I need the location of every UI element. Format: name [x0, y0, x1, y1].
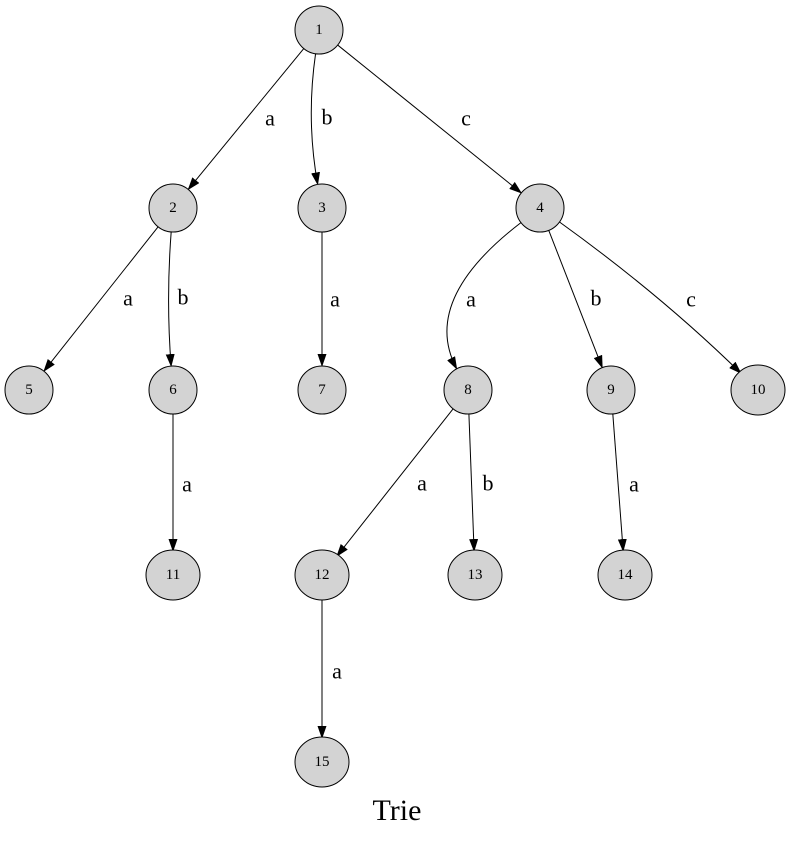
trie-node-label-15: 15 — [315, 754, 330, 770]
trie-node-2 — [148, 183, 198, 233]
edge-label-8-13: b — [483, 471, 494, 496]
edge-2-5 — [43, 226, 159, 372]
trie-node-15 — [294, 736, 350, 788]
trie-node-label-10: 10 — [751, 382, 766, 398]
trie-node-4 — [515, 183, 565, 233]
edge-label-6-11: a — [182, 472, 192, 497]
trie-node-label-8: 8 — [464, 382, 472, 398]
trie-node-label-5: 5 — [25, 382, 33, 398]
trie-node-label-11: 11 — [166, 567, 180, 583]
trie-node-9 — [586, 365, 636, 415]
trie-node-6 — [148, 365, 198, 415]
trie-node-3 — [297, 183, 347, 233]
edge-label-12-15: a — [332, 659, 342, 684]
trie-node-label-6: 6 — [169, 382, 177, 398]
edge-label-1-4: c — [461, 106, 471, 131]
trie-node-label-4: 4 — [536, 200, 544, 216]
edge-9-14 — [612, 413, 627, 553]
trie-node-label-9: 9 — [607, 382, 615, 398]
trie-node-label-13: 13 — [468, 567, 483, 583]
trie-node-11 — [145, 549, 201, 601]
trie-node-label-3: 3 — [318, 200, 326, 216]
trie-node-label-1: 1 — [315, 22, 323, 38]
trie-node-label-14: 14 — [618, 567, 634, 583]
edge-4-10 — [559, 221, 742, 374]
edge-1-4 — [337, 44, 523, 194]
edge-8-13 — [468, 413, 479, 553]
edge-4-9 — [548, 230, 603, 369]
trie-node-7 — [297, 365, 347, 415]
edge-label-9-14: a — [629, 472, 639, 497]
edge-label-2-6: b — [178, 285, 189, 310]
edge-1-2 — [187, 48, 305, 191]
trie-node-label-7: 7 — [318, 382, 326, 398]
trie-node-label-2: 2 — [169, 200, 177, 216]
trie-node-14 — [597, 549, 653, 601]
trie-node-13 — [447, 549, 503, 601]
edge-label-3-7: a — [330, 287, 340, 312]
edge-8-12 — [336, 408, 454, 557]
edge-label-4-10: c — [686, 287, 696, 312]
trie-node-label-12: 12 — [315, 567, 330, 583]
diagram-caption: Trie — [373, 794, 422, 827]
edge-label-1-3: b — [322, 105, 333, 130]
trie-node-8 — [443, 365, 493, 415]
edge-label-1-2: a — [265, 106, 275, 131]
trie-node-12 — [294, 549, 350, 601]
trie-node-5 — [4, 365, 54, 415]
edge-label-4-8: a — [466, 287, 476, 312]
edge-label-8-12: a — [417, 471, 427, 496]
edge-2-6 — [165, 231, 175, 368]
trie-node-10 — [730, 364, 786, 416]
trie-node-1 — [294, 5, 344, 55]
edge-label-2-5: a — [123, 286, 133, 311]
edge-4-8 — [446, 222, 522, 370]
edge-1-3 — [310, 53, 320, 186]
edge-label-4-9: b — [591, 286, 602, 311]
